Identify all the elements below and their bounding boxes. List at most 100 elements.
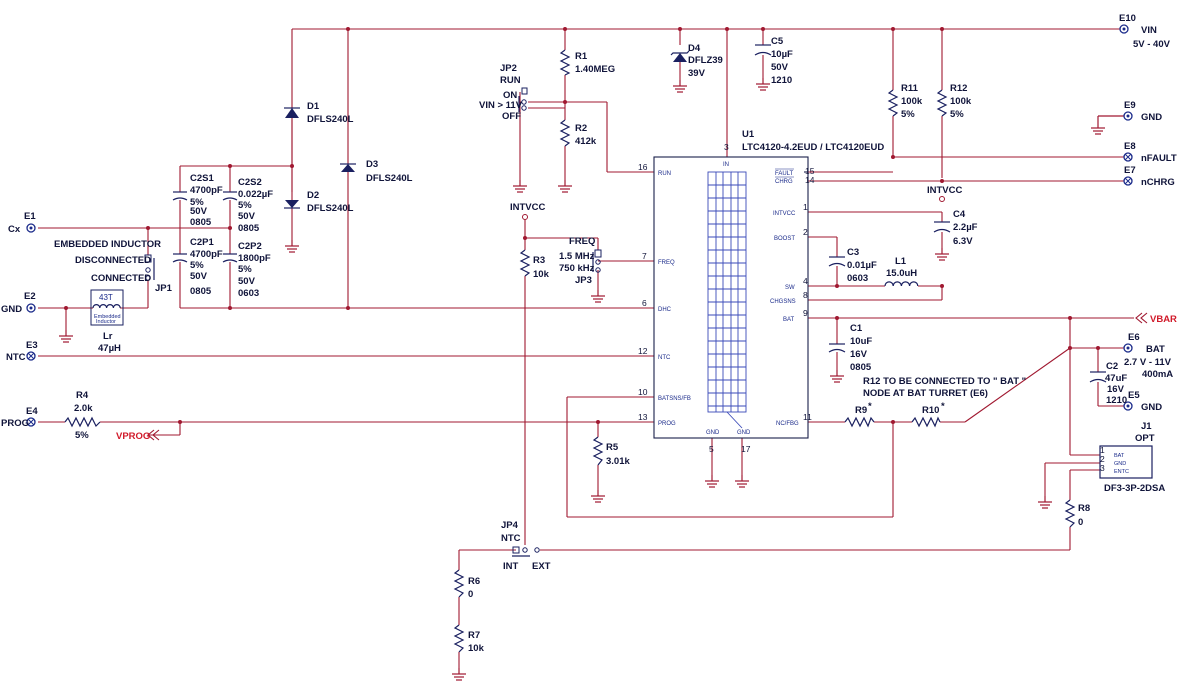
e1-terminal[interactable] bbox=[26, 223, 36, 233]
c5-v2: 50V bbox=[771, 62, 789, 73]
jp4-title: NTC bbox=[501, 533, 521, 544]
d3-symbol bbox=[340, 163, 356, 172]
jp1-title: EMBEDDED INDUCTOR bbox=[54, 239, 161, 250]
c2s2-value: 0.022µF bbox=[238, 189, 273, 200]
r5-value: 3.01k bbox=[606, 456, 630, 467]
pin-num-7: 7 bbox=[642, 251, 647, 261]
jp4-ref: JP4 bbox=[501, 520, 519, 531]
svg-text:1: 1 bbox=[1100, 445, 1105, 455]
e8-name: nFAULT bbox=[1141, 153, 1177, 164]
capacitors bbox=[172, 44, 1107, 383]
pin-bat: BAT bbox=[783, 317, 795, 323]
r12-value: 100k bbox=[950, 96, 972, 107]
c2s1-ref: C2S1 bbox=[190, 173, 214, 184]
e6-current: 400mA bbox=[1142, 369, 1173, 380]
c2p1-symbol bbox=[172, 253, 188, 263]
pin-sw: SW bbox=[785, 285, 795, 291]
jp2-opt3: OFF bbox=[502, 111, 521, 122]
e2-terminal[interactable] bbox=[26, 303, 36, 313]
d3-ref: D3 bbox=[366, 159, 378, 170]
r4-symbol bbox=[64, 416, 101, 428]
e3-name: NTC bbox=[6, 352, 26, 363]
r11-v2: 5% bbox=[901, 109, 915, 120]
c3-ref: C3 bbox=[847, 247, 859, 258]
u1-ref: U1 bbox=[742, 129, 755, 140]
d2-value: DFLS240L bbox=[307, 203, 354, 214]
lr-sub2: Inductor bbox=[96, 319, 116, 325]
jp4-opt1: INT bbox=[503, 561, 519, 572]
pin-num-4: 4 bbox=[803, 276, 808, 286]
r7-value: 10k bbox=[468, 643, 485, 654]
r5-symbol bbox=[592, 436, 604, 466]
pin-boost: BOOST bbox=[774, 236, 795, 242]
pin-num-5: 5 bbox=[709, 444, 714, 454]
c2s1-v2: 5% bbox=[190, 197, 204, 208]
c1-value: 10uF bbox=[850, 336, 872, 347]
e1-ref: E1 bbox=[24, 211, 36, 222]
jp1-opt2: CONNECTED bbox=[91, 273, 151, 284]
e3-terminal[interactable] bbox=[26, 351, 36, 361]
d1-ref: D1 bbox=[307, 101, 320, 112]
e10-name: VIN bbox=[1141, 25, 1157, 36]
pin-in: IN bbox=[723, 162, 729, 168]
c1-symbol bbox=[828, 343, 846, 353]
j1-pin2-label: GND bbox=[1114, 461, 1126, 467]
e5-terminal[interactable] bbox=[1123, 401, 1133, 411]
r6-symbol bbox=[453, 569, 465, 598]
r9-symbol bbox=[844, 416, 875, 428]
e7-terminal[interactable] bbox=[1123, 176, 1133, 186]
vprog-arrow-icon bbox=[147, 429, 160, 441]
d4-symbol bbox=[670, 50, 690, 62]
resistors bbox=[64, 49, 1076, 653]
e7-name: nCHRG bbox=[1141, 177, 1175, 188]
pin-dhc: DHC bbox=[658, 307, 672, 313]
c2p2-v4: 0603 bbox=[238, 288, 259, 299]
diodes bbox=[284, 50, 690, 209]
jp2-ref: JP2 bbox=[500, 63, 517, 74]
r7-symbol bbox=[453, 624, 465, 653]
e8-terminal[interactable] bbox=[1123, 152, 1133, 162]
c1-ref: C1 bbox=[850, 323, 863, 334]
d3-value: DFLS240L bbox=[366, 173, 413, 184]
lr-box bbox=[90, 289, 124, 326]
vprog-label: VPROG bbox=[116, 431, 150, 442]
r7-ref: R7 bbox=[468, 630, 480, 641]
e6-ref: E6 bbox=[1128, 332, 1140, 343]
c2p1-v4: 0805 bbox=[190, 286, 212, 297]
l1-value: 15.0uH bbox=[886, 268, 917, 279]
e4-terminal[interactable] bbox=[26, 417, 36, 427]
e10-ref: E10 bbox=[1119, 13, 1136, 24]
l1-ref: L1 bbox=[895, 256, 907, 267]
e9-terminal[interactable] bbox=[1123, 111, 1133, 121]
j1-connector: BAT GND ENTC 1 2 3 bbox=[1099, 445, 1153, 479]
jp2-opt1: ON bbox=[503, 90, 517, 101]
pin-num-11: 11 bbox=[803, 412, 812, 422]
c2s1-value: 4700pF bbox=[190, 185, 223, 196]
c2p2-v2: 5% bbox=[238, 264, 252, 275]
r2-symbol bbox=[559, 119, 571, 147]
c2p2-value: 1800pF bbox=[238, 253, 271, 264]
c2-v3: 1210 bbox=[1106, 395, 1127, 406]
r11-symbol bbox=[887, 89, 899, 117]
e10-terminal[interactable] bbox=[1119, 24, 1129, 34]
terminals bbox=[26, 24, 1148, 441]
pin-num-13: 13 bbox=[638, 412, 648, 422]
e10-range: 5V - 40V bbox=[1133, 39, 1171, 50]
e4-name: PROG bbox=[1, 418, 29, 429]
c2s1-symbol bbox=[172, 191, 188, 201]
r8-ref: R8 bbox=[1078, 503, 1090, 514]
pin-gnd1: GND bbox=[706, 430, 720, 436]
r4-value: 2.0k bbox=[74, 403, 93, 414]
lr-sub1: Embedded bbox=[94, 314, 121, 320]
c2p1-v2: 5% bbox=[190, 260, 204, 271]
note-line-2: NODE AT BAT TURRET (E6) bbox=[863, 388, 988, 399]
r1-value: 1.40MEG bbox=[575, 64, 615, 75]
c2p1-ref: C2P1 bbox=[190, 237, 214, 248]
lr-value: 47µH bbox=[98, 343, 121, 354]
u1-ic: RUN FREQ DHC NTC BATSNS/FB PROG IN FAULT… bbox=[638, 142, 815, 454]
junctions bbox=[64, 27, 1100, 424]
e6-terminal[interactable] bbox=[1123, 343, 1133, 353]
lr-symbol bbox=[92, 304, 121, 309]
r11-value: 100k bbox=[901, 96, 923, 107]
r10-mark: * bbox=[941, 401, 945, 412]
